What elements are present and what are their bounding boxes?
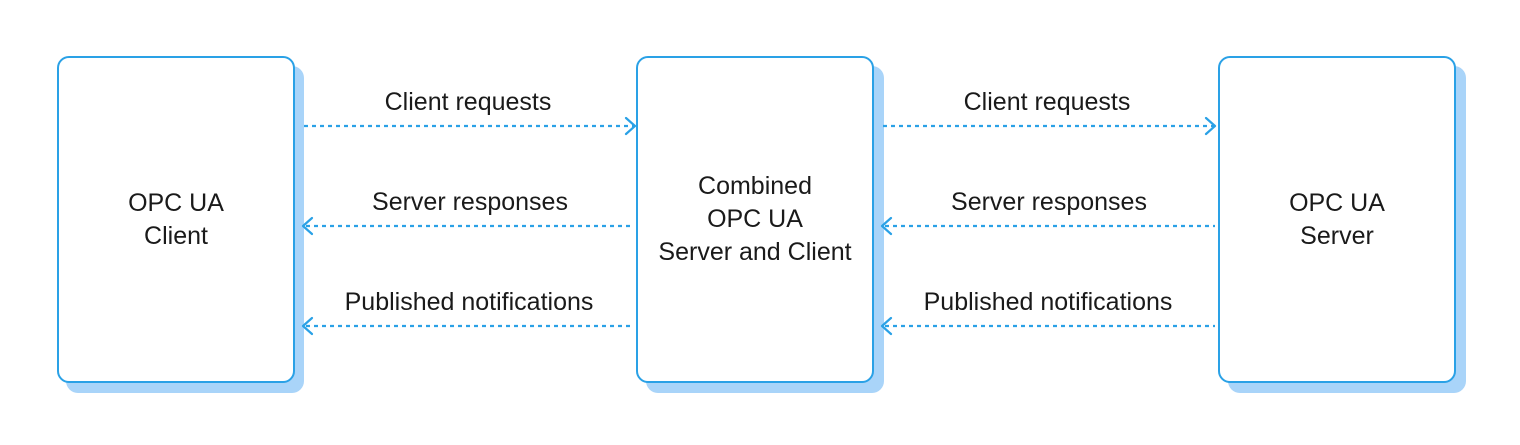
server-responses-label-left: Server responses bbox=[372, 188, 568, 216]
opc-ua-server-label: OPC UA Server bbox=[1289, 188, 1385, 250]
published-notifications-label-right: Published notifications bbox=[923, 288, 1173, 316]
server-responses-label-right: Server responses bbox=[951, 188, 1147, 216]
arrowhead-right-icon bbox=[1204, 116, 1217, 136]
opc-ua-server-box: OPC UA Server bbox=[1218, 56, 1456, 383]
combined-server-client-label: Combined OPC UA Server and Client bbox=[658, 172, 852, 266]
arrowhead-left-icon bbox=[880, 216, 893, 236]
opc-ua-client-label: OPC UA Client bbox=[128, 188, 224, 250]
arrowhead-right-icon bbox=[624, 116, 637, 136]
client-requests-label-right: Client requests bbox=[963, 88, 1131, 116]
arrowhead-left-icon bbox=[301, 316, 314, 336]
arrowhead-left-icon bbox=[880, 316, 893, 336]
arrowhead-left-icon bbox=[301, 216, 314, 236]
opc-ua-client-box: OPC UA Client bbox=[57, 56, 295, 383]
client-requests-label-left: Client requests bbox=[384, 88, 552, 116]
combined-server-client-box: Combined OPC UA Server and Client bbox=[636, 56, 874, 383]
published-notifications-label-left: Published notifications bbox=[344, 288, 594, 316]
